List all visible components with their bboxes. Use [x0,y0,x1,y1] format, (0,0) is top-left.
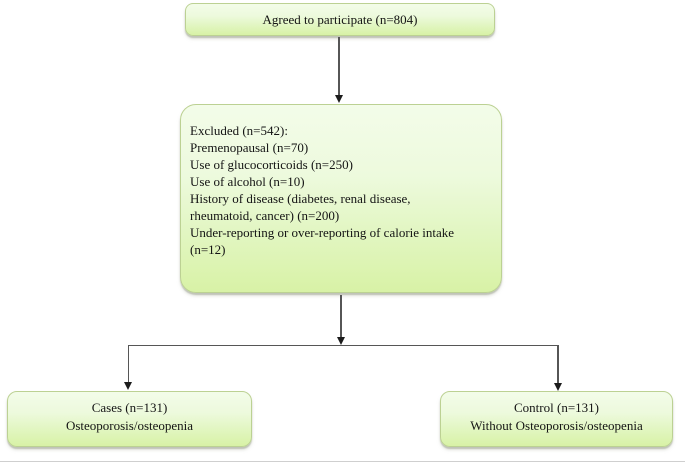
agreed-text: Agreed to participate (n=804) [262,12,418,27]
connector-excluded-to-branch-arrowhead-icon [336,337,345,345]
cases-line-2: Osteoporosis/osteopenia [65,417,194,433]
excluded-line-alcohol: Use of alcohol (n=10) [190,174,305,189]
connector-branch-to-cases-line [127,344,129,383]
box-excluded: Excluded (n=542): Premenopausal (n=70) U… [180,104,502,293]
cases-line-1: Cases (n=131) [91,400,168,415]
excluded-line-heading: Excluded (n=542): [190,123,288,138]
connector-branch-to-control-line [557,344,559,384]
connector-branch-to-control-arrowhead-icon [553,383,562,391]
excluded-line-reporting-2: (n=12) [190,242,226,257]
connector-agreed-to-excluded-line [338,37,340,95]
excluded-line-glucocorticoids: Use of glucocorticoids (n=250) [190,157,353,172]
excluded-line-premenopausal: Premenopausal (n=70) [190,140,309,155]
excluded-line-reporting-1: Under-reporting or over-reporting of cal… [190,225,455,240]
box-control: Control (n=131) Without Osteoporosis/ost… [440,391,673,447]
connector-excluded-to-branch-line [340,295,342,337]
excluded-line-history-1: History of disease (diabetes, renal dise… [190,191,411,206]
control-line-1: Control (n=131) [514,400,599,415]
branch-horizontal-line [127,344,559,346]
control-line-2: Without Osteoporosis/osteopenia [470,417,643,433]
connector-agreed-to-excluded-arrowhead-icon [334,95,343,103]
excluded-line-history-2: rheumatoid, cancer) (n=200) [190,208,340,223]
box-cases: Cases (n=131) Osteoporosis/osteopenia [7,391,252,447]
box-agreed-to-participate: Agreed to participate (n=804) [185,3,495,36]
connector-branch-to-cases-arrowhead-icon [123,382,132,390]
